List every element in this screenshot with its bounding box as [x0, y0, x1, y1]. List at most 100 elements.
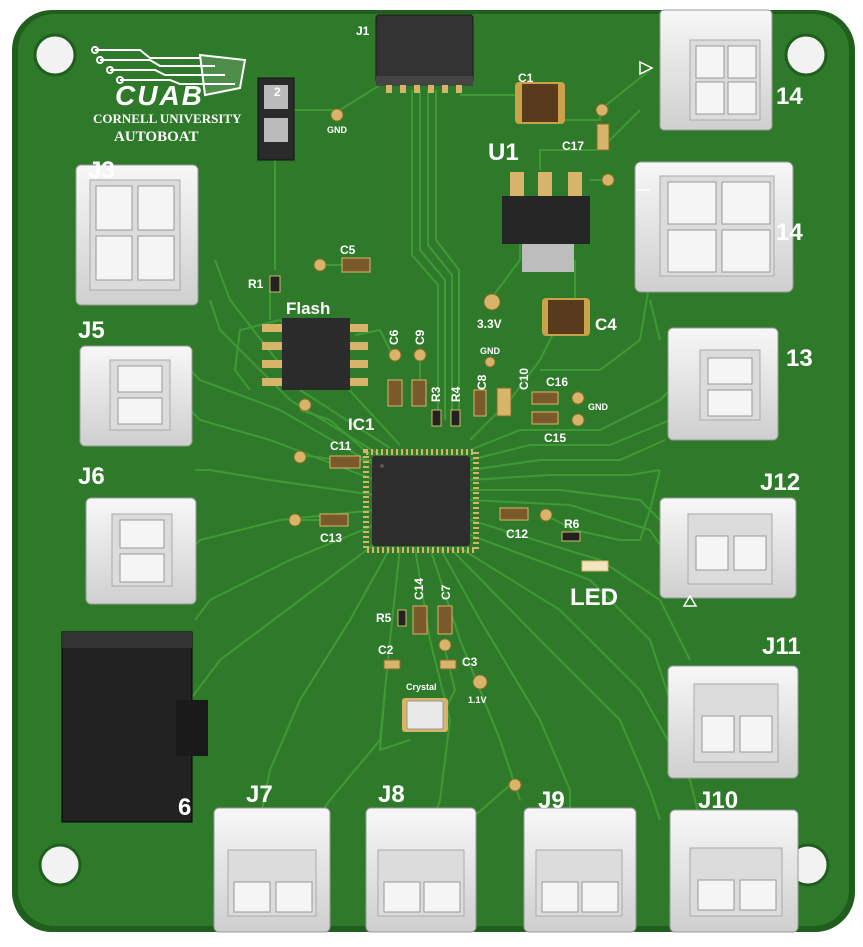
label-r3: R3: [429, 386, 443, 402]
flash-chip: [262, 318, 368, 390]
label-gnd-right: GND: [588, 402, 609, 412]
connector-j8: [365, 807, 477, 933]
label-1v1: 1.1V: [468, 695, 487, 705]
testpoint: [288, 513, 302, 527]
resistor-r6: [561, 531, 581, 542]
connector-j13: [667, 327, 779, 441]
connector-j14-mid: [634, 161, 794, 293]
label-c12: C12: [506, 527, 528, 541]
resistor-r3: [431, 409, 442, 427]
label-j13: 13: [786, 345, 813, 372]
testpoint: [298, 398, 312, 412]
capacitor-c15: [531, 411, 559, 425]
testpoint-gnd-mid: [484, 356, 496, 368]
crystal: [402, 698, 448, 732]
logo-line1: CORNELL UNIVERSITY: [93, 111, 242, 126]
label-r6: R6: [564, 517, 580, 531]
connector-j9: [523, 807, 637, 933]
capacitor-c7: [437, 605, 453, 635]
mounting-hole: [784, 33, 828, 77]
label-r5: R5: [376, 611, 392, 625]
logo-mark: CUAB: [115, 80, 204, 111]
label-c3: C3: [462, 655, 478, 669]
connector-j1: [375, 14, 474, 93]
connector-j2: [257, 77, 295, 161]
connector-j3: [75, 164, 199, 306]
testpoint: [571, 391, 585, 405]
testpoint: [539, 508, 553, 522]
label-j10: J10: [698, 787, 738, 814]
capacitor-c10: [496, 387, 512, 417]
testpoint: [571, 413, 585, 427]
microcontroller-ic1: [363, 449, 479, 553]
label-j1: J1: [356, 24, 370, 38]
label-c4: C4: [595, 315, 617, 334]
label-c6: C6: [387, 329, 401, 345]
label-ic1: IC1: [348, 415, 374, 434]
capacitor-c12: [499, 507, 529, 521]
label-j8: J8: [378, 781, 405, 808]
label-gnd-mid: GND: [480, 346, 501, 356]
connector-j14-top: [639, 9, 773, 131]
testpoint: [601, 173, 615, 187]
capacitor-c13: [319, 513, 349, 527]
capacitor-c14: [412, 605, 428, 635]
label-3v3: 3.3V: [477, 317, 502, 331]
connector-j7: [213, 807, 331, 933]
connector-j6: [85, 497, 197, 605]
testpoint: [293, 450, 307, 464]
label-j7: J7: [246, 781, 273, 808]
resistor-r1: [269, 275, 281, 293]
connector-j5: [79, 345, 193, 447]
label-r1: R1: [248, 277, 264, 291]
power-connector: [61, 631, 208, 823]
capacitor-c4: [542, 298, 590, 336]
logo-line2: AUTOBOAT: [114, 129, 198, 145]
testpoint: [438, 638, 452, 652]
capacitor-c11: [329, 455, 361, 469]
label-j3: J3: [88, 157, 115, 184]
capacitor-c8: [473, 389, 487, 417]
label-j9: J9: [538, 787, 565, 814]
label-c8: C8: [475, 374, 489, 390]
label-j11: J11: [762, 633, 801, 660]
label-gnd-top: GND: [327, 125, 348, 135]
label-r4: R4: [449, 386, 463, 402]
label-flash: Flash: [286, 299, 330, 318]
label-u1: U1: [488, 139, 519, 166]
label-c7: C7: [439, 584, 453, 600]
label-c11: C11: [330, 439, 352, 453]
label-j14-top: 14: [776, 83, 803, 110]
capacitor-c6: [387, 379, 403, 407]
label-j14-mid: 14: [776, 219, 803, 246]
testpoint: [313, 258, 327, 272]
resistor-r5: [397, 609, 407, 627]
label-c14: C14: [412, 578, 426, 600]
testpoint-1v1: [472, 674, 488, 690]
resistor-r4: [450, 409, 461, 427]
connector-j11: [667, 665, 799, 779]
connector-j12: [659, 497, 797, 607]
mounting-hole: [38, 843, 82, 887]
mounting-hole: [33, 33, 77, 77]
label-c2: C2: [378, 643, 394, 657]
testpoint-3v3: [483, 293, 501, 311]
label-j5: J5: [78, 317, 105, 344]
label-c9: C9: [413, 329, 427, 345]
testpoint: [388, 348, 402, 362]
capacitor-c16: [531, 391, 559, 405]
label-c16: C16: [546, 375, 568, 389]
label-j2: 2: [274, 85, 281, 99]
label-c5: C5: [340, 243, 356, 257]
label-j12: J12: [760, 469, 800, 496]
label-c15: C15: [544, 431, 566, 445]
cuab-logo: CUAB CORNELL UNIVERSITY AUTOBOAT: [91, 46, 247, 145]
label-c10: C10: [517, 368, 531, 390]
label-power-connector: 6: [178, 794, 191, 821]
capacitor-c2: [383, 659, 401, 670]
label-j6: J6: [78, 463, 105, 490]
label-c13: C13: [320, 531, 342, 545]
label-led: LED: [570, 584, 618, 611]
capacitor-c3: [439, 659, 457, 670]
